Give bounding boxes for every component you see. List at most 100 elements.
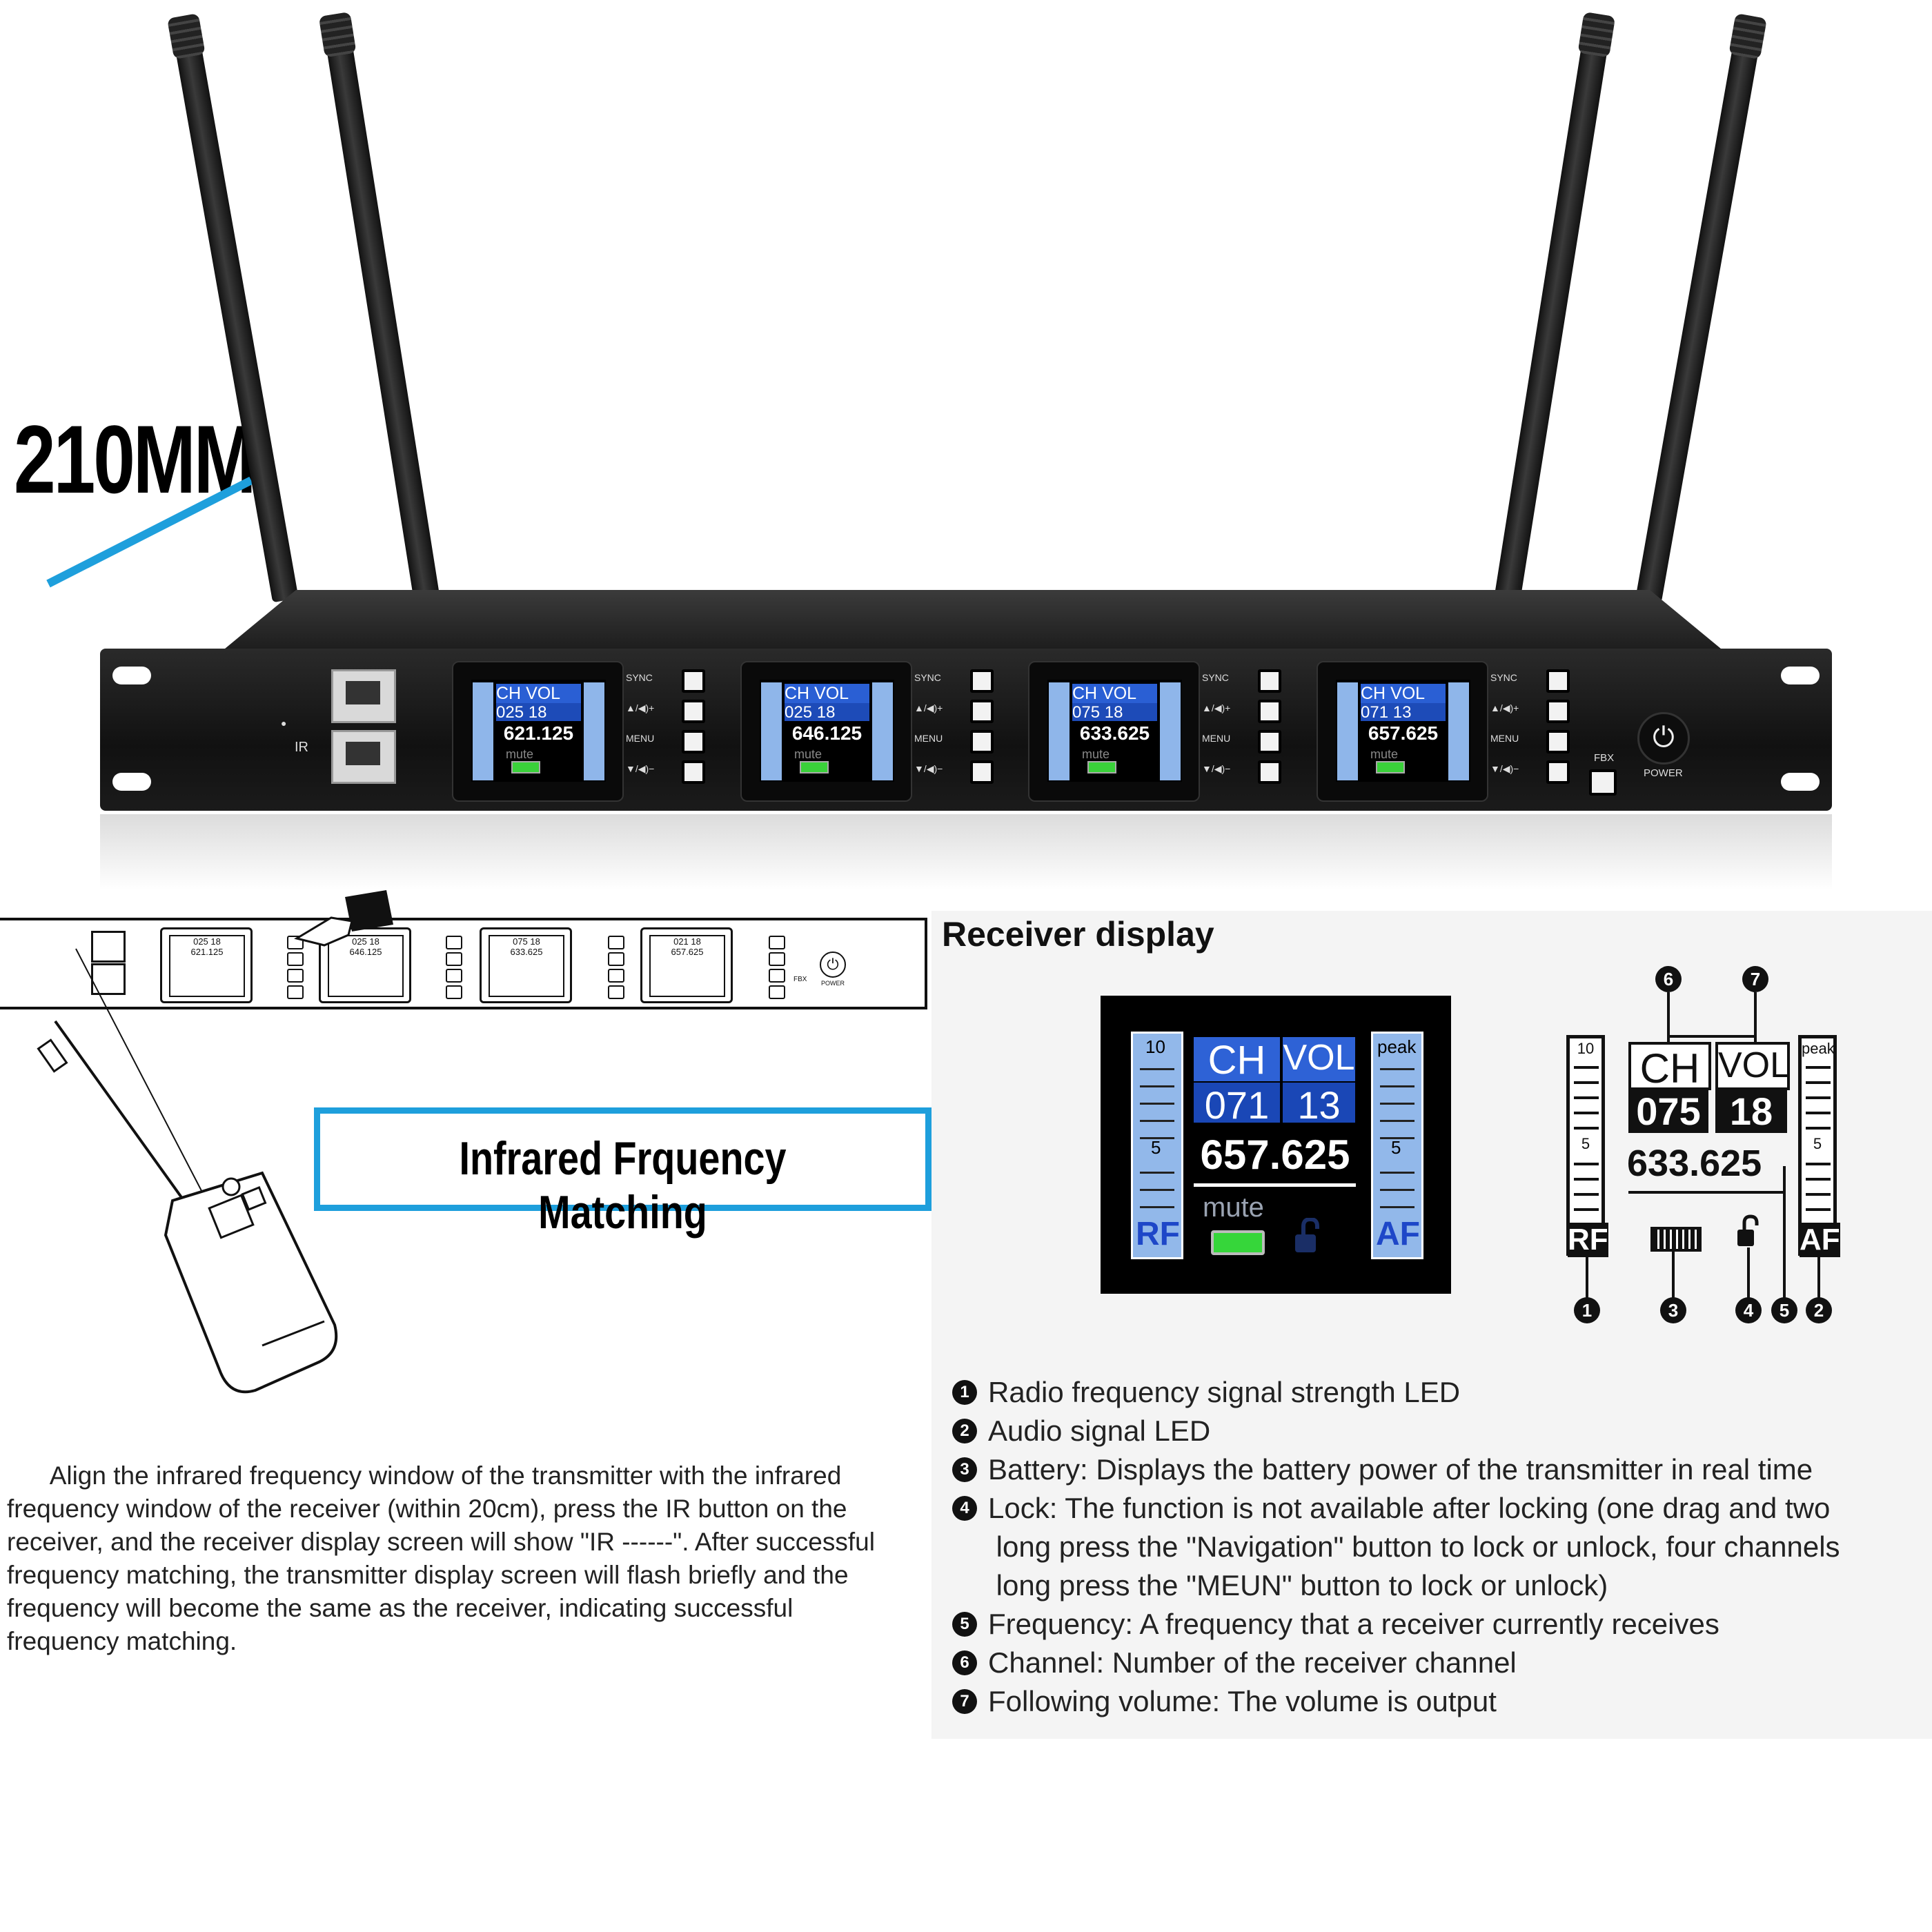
unlock-icon xyxy=(1295,1218,1319,1252)
sync-button[interactable] xyxy=(1258,669,1281,693)
antenna-2 xyxy=(324,32,440,602)
down-button[interactable] xyxy=(682,760,705,784)
leader-line xyxy=(1672,1249,1675,1299)
receiver-screen-closeup: 10 5 RF peak 5 AF CH VOL 071 13 657.625 … xyxy=(1101,996,1451,1294)
mute-label: mute xyxy=(1370,747,1399,761)
battery-icon xyxy=(1211,1230,1265,1255)
infrared-title: Infrared Frquency Matching xyxy=(459,1132,787,1239)
volume-value-diagram: 18 xyxy=(1715,1089,1787,1133)
frequency-readout: 646.125 xyxy=(791,722,862,744)
ch-label: CH xyxy=(1194,1037,1280,1083)
frequency-value: 657.625 xyxy=(1200,1132,1350,1178)
ir-label: IR xyxy=(295,740,308,755)
receiver-display-diagram: 10 5 RF peak 5 AF CH VOL 075 18 633.625 … xyxy=(1559,966,1863,1325)
mute-label: mute xyxy=(1203,1192,1264,1223)
sync-button[interactable] xyxy=(1546,669,1570,693)
rack-hole xyxy=(112,773,151,791)
channel-1-display: CH VOL 025 18 621.125 mute xyxy=(452,661,624,802)
marker-3: 3 xyxy=(1660,1297,1686,1323)
channel-2-buttons: SYNC ▲/◀)+ MENU ▼/◀)− xyxy=(914,664,994,785)
marker-1: 1 xyxy=(1574,1297,1600,1323)
marker-4: 4 xyxy=(1735,1297,1762,1323)
network-port-2[interactable] xyxy=(331,730,396,784)
ch-vol-values: 071 13 xyxy=(1361,703,1446,722)
ch-vol-header: CH VOL xyxy=(1072,684,1157,703)
menu-button[interactable] xyxy=(970,730,994,753)
panel-reflection xyxy=(100,814,1832,890)
frequency-underline xyxy=(1628,1191,1786,1194)
receiver-front-panel: ● IR CH VOL 025 18 621.125 mute SYNC ▲/◀… xyxy=(100,649,1832,811)
power-label: POWER xyxy=(1644,767,1683,779)
sketch-buttons-4 xyxy=(737,934,785,1000)
frequency-underline xyxy=(1194,1183,1356,1187)
antenna-4 xyxy=(1635,34,1761,603)
frequency-readout: 633.625 xyxy=(1079,722,1150,744)
infrared-description: Align the infrared frequency window of t… xyxy=(7,1461,889,1655)
leader-line xyxy=(1783,1166,1786,1299)
up-button[interactable] xyxy=(682,700,705,723)
ch-vol-values: 025 18 xyxy=(496,703,581,722)
up-button[interactable] xyxy=(1546,700,1570,723)
channel-value-diagram: 075 xyxy=(1628,1089,1708,1133)
fbx-label: FBX xyxy=(1594,752,1615,764)
up-button[interactable] xyxy=(1258,700,1281,723)
down-button[interactable] xyxy=(1546,760,1570,784)
marker-7: 7 xyxy=(1742,966,1768,992)
sketch-buttons-2 xyxy=(414,934,462,1000)
up-button[interactable] xyxy=(970,700,994,723)
sketch-fbx-label: FBX xyxy=(793,976,807,983)
hand-pointer-illustration xyxy=(294,890,393,947)
down-button[interactable] xyxy=(970,760,994,784)
frequency-readout: 621.125 xyxy=(503,722,574,744)
menu-button[interactable] xyxy=(1546,730,1570,753)
sync-button[interactable] xyxy=(970,669,994,693)
leader-line xyxy=(1747,1248,1750,1299)
leader-line xyxy=(1586,1256,1588,1299)
leader-line xyxy=(1817,1256,1820,1299)
battery-icon xyxy=(800,761,829,773)
rack-hole xyxy=(1781,667,1820,684)
sync-button[interactable] xyxy=(682,669,705,693)
transmitter-sketch xyxy=(37,948,338,1394)
sketch-power-icon: ⏻ xyxy=(820,952,846,978)
leader-line xyxy=(1667,992,1670,1042)
power-button[interactable]: ⏻ xyxy=(1637,712,1690,765)
battery-icon-diagram xyxy=(1650,1227,1702,1252)
rf-meter: 10 5 RF xyxy=(1131,1032,1183,1259)
marker-2: 2 xyxy=(1806,1297,1832,1323)
down-button[interactable] xyxy=(1258,760,1281,784)
volume-value: 13 xyxy=(1283,1083,1355,1127)
ch-label-diagram: CH xyxy=(1628,1042,1711,1092)
ir-sensor-icon: ● xyxy=(281,718,287,729)
menu-button[interactable] xyxy=(682,730,705,753)
receiver-display-title: Receiver display xyxy=(942,915,1214,954)
battery-icon xyxy=(1376,761,1405,773)
antenna-3 xyxy=(1494,32,1610,602)
antenna-1 xyxy=(173,34,299,603)
ch-vol-header: CH VOL xyxy=(785,684,869,703)
chassis-top xyxy=(221,590,1725,652)
frequency-readout: 657.625 xyxy=(1368,722,1439,744)
frequency-value-diagram: 633.625 xyxy=(1627,1143,1762,1184)
channel-4-display: CH VOL 071 13 657.625 mute xyxy=(1317,661,1488,802)
battery-icon xyxy=(511,761,540,773)
fbx-button[interactable] xyxy=(1589,769,1617,796)
af-meter-diagram: peak 5 xyxy=(1798,1035,1837,1256)
sketch-buttons-3 xyxy=(576,934,624,1000)
rack-hole xyxy=(112,667,151,684)
sketch-buttons-1 xyxy=(255,934,304,1000)
leader-line xyxy=(1754,992,1757,1042)
network-port-1[interactable] xyxy=(331,669,396,723)
mute-label: mute xyxy=(1082,747,1110,761)
channel-value: 071 xyxy=(1194,1083,1280,1127)
menu-button[interactable] xyxy=(1258,730,1281,753)
